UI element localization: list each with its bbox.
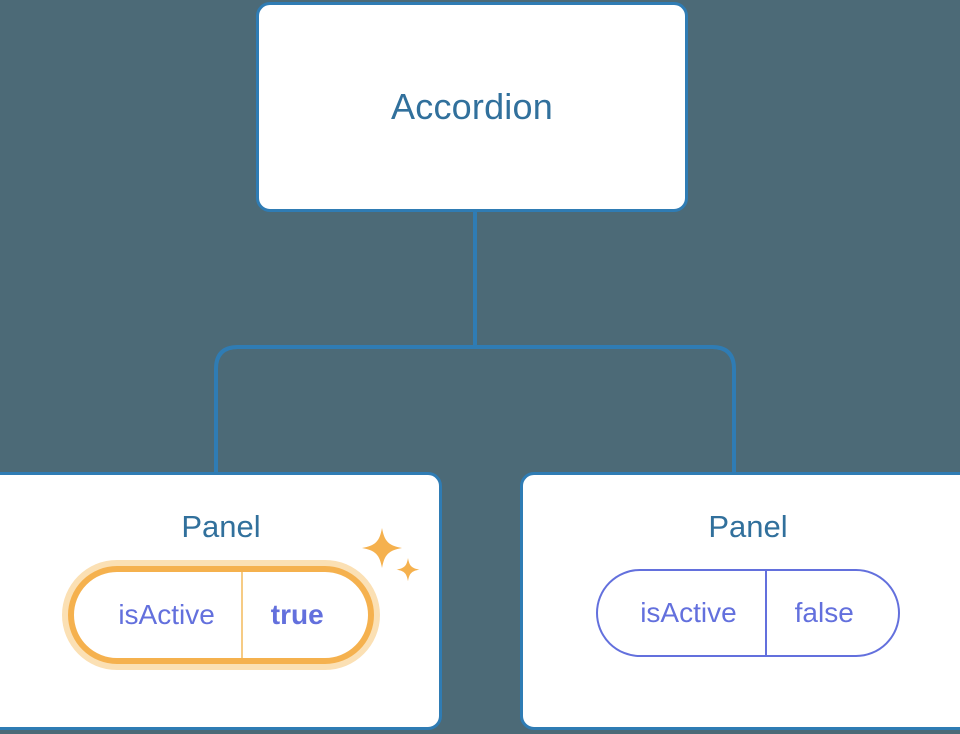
node-panel-inactive-title: Panel [708,509,788,544]
prop-pill-inactive-wrap: isActive false [596,569,900,657]
node-panel-active[interactable]: Panel isActive true [0,472,442,730]
prop-pill-active[interactable]: isActive true [68,566,374,664]
prop-pill-inactive[interactable]: isActive false [596,569,900,657]
sparkle-large-icon [361,528,402,568]
prop-pill-active-wrap: isActive true [68,528,420,664]
node-panel-active-title: Panel [181,509,261,544]
prop-pill-active-value: true [240,572,368,658]
node-accordion-title: Accordion [391,86,553,127]
node-accordion[interactable]: Accordion [256,2,688,212]
sparkle-small-icon [396,558,420,582]
node-panel-inactive-content: Panel isActive false [596,511,900,657]
connector-branch [214,345,736,472]
node-panel-inactive[interactable]: Panel isActive false [520,472,960,730]
prop-pill-inactive-key: isActive [640,597,737,628]
node-panel-active-content: Panel isActive true [68,509,420,664]
prop-pill-inactive-value: false [764,571,898,655]
prop-pill-active-key: isActive [118,599,215,630]
